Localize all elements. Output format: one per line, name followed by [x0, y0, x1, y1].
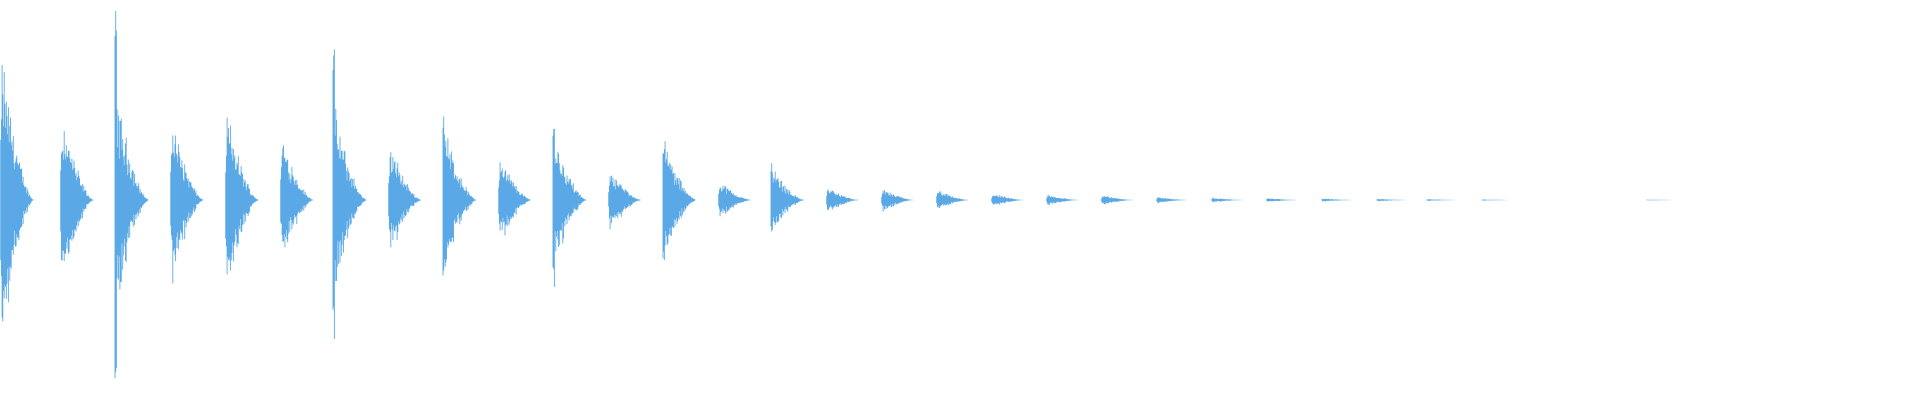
waveform-transient-1 [60, 131, 95, 261]
waveform-transient-0 [0, 65, 35, 322]
waveform-transient-7 [388, 152, 422, 248]
waveform-transient-28 [1646, 199, 1671, 201]
waveform-transient-12 [662, 141, 697, 260]
waveform-transient-11 [608, 175, 642, 230]
waveform-transient-2 [114, 11, 150, 379]
waveform-transient-10 [552, 128, 588, 287]
waveform-transient-13 [718, 185, 752, 217]
waveform-transient-6 [332, 49, 368, 339]
waveform-transient-8 [442, 116, 478, 276]
waveform-transient-19 [1046, 194, 1078, 205]
waveform-transient-3 [170, 135, 204, 284]
waveform-transient-24 [1321, 198, 1352, 202]
waveform-transient-20 [1101, 196, 1133, 205]
waveform-transient-9 [498, 162, 532, 236]
waveform-peaks [0, 11, 1671, 379]
waveform-transient-23 [1266, 198, 1297, 202]
waveform-transient-14 [770, 163, 805, 232]
waveform-transient-15 [826, 189, 859, 211]
waveform-transient-16 [881, 190, 915, 212]
waveform-transient-5 [280, 145, 314, 248]
waveform-transient-25 [1376, 198, 1406, 202]
waveform-transient-4 [225, 117, 260, 275]
waveform-transient-17 [936, 191, 969, 208]
waveform-transient-21 [1156, 197, 1187, 204]
waveform-transient-26 [1426, 199, 1455, 201]
waveform-transient-18 [991, 195, 1024, 205]
waveform-transient-27 [1481, 199, 1508, 201]
waveform-transient-22 [1211, 197, 1243, 203]
